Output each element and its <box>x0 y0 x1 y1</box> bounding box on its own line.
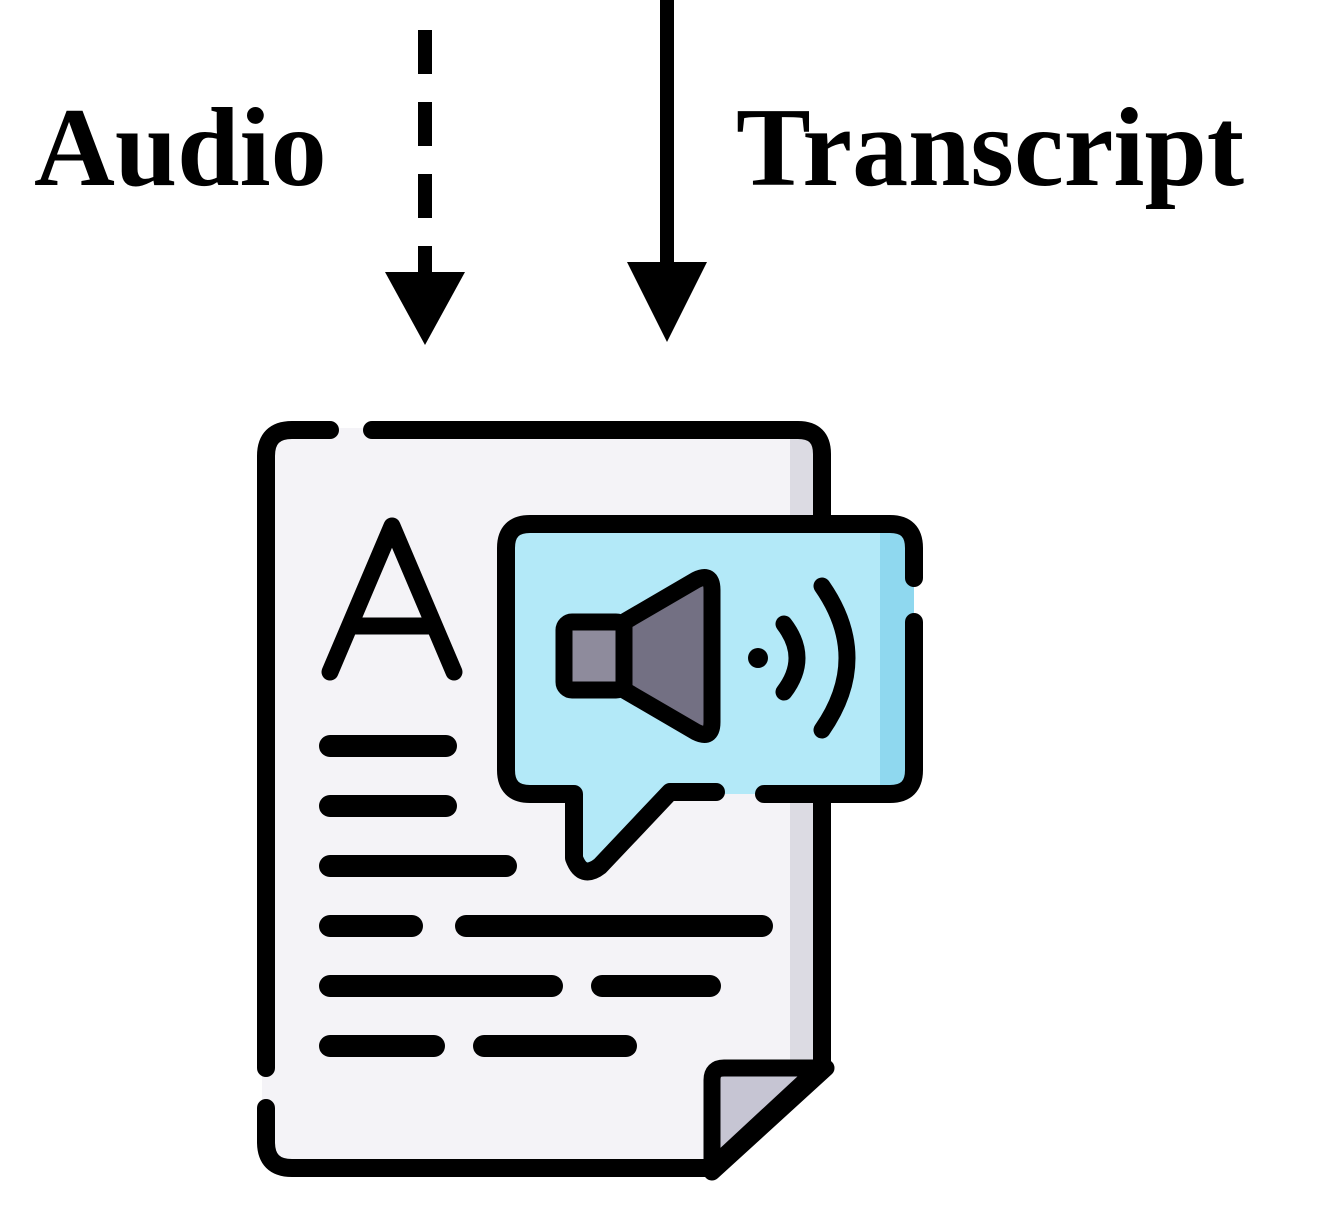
sound-wave-large <box>813 577 856 739</box>
letter-a-strokes <box>321 517 463 681</box>
speech-bubble-outline-main <box>497 515 923 881</box>
speech-bubble-icon <box>497 515 923 881</box>
transcript-label: Transcript <box>736 86 1245 210</box>
transcript-arrow <box>627 0 707 342</box>
speaker-cone <box>615 569 721 743</box>
audio-transcript-document-icon <box>257 421 923 1181</box>
document-outline-main <box>257 421 831 1177</box>
document-outline-top-left <box>257 421 339 1077</box>
speech-bubble-outline-right <box>755 613 923 803</box>
transcript-arrow-head <box>627 262 707 342</box>
audio-arrow-head <box>385 272 465 345</box>
audio-label: Audio <box>34 86 327 210</box>
letter-a-icon <box>321 517 463 681</box>
sound-dot <box>748 648 768 668</box>
audio-arrow <box>385 30 465 345</box>
document-text-lines <box>319 735 773 1057</box>
sound-wave-small <box>775 615 806 701</box>
speaker-icon <box>555 569 856 743</box>
speaker-back <box>555 613 633 699</box>
